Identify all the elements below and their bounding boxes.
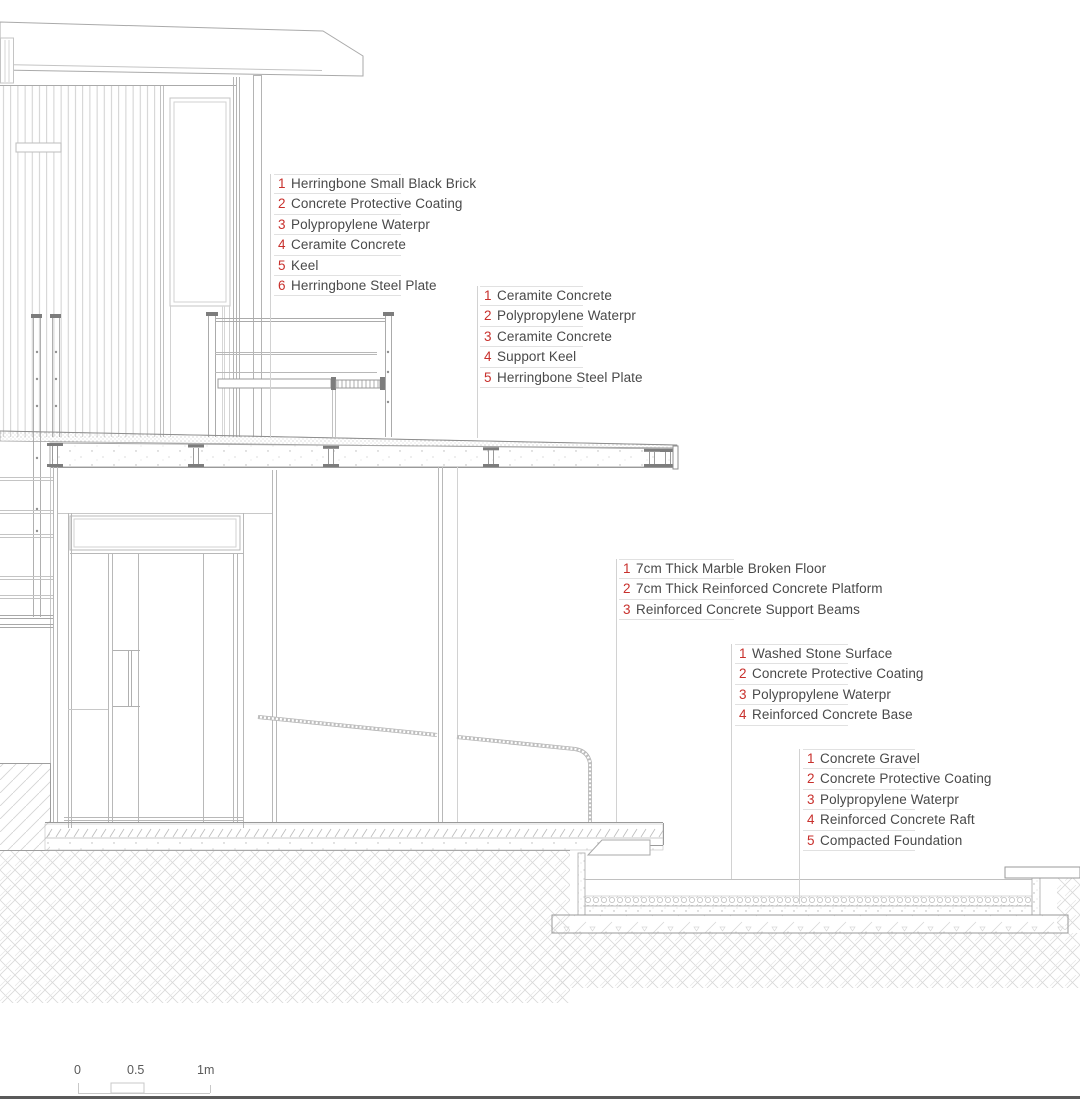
- annotation-label: Reinforced Concrete Raft: [820, 812, 975, 828]
- deck-i-beams: [47, 443, 679, 470]
- bottom-edge-bar: [0, 1096, 1080, 1099]
- annotation-number: 1: [807, 751, 815, 766]
- annotation-label: Concrete Gravel: [820, 751, 920, 766]
- upper-wall: [0, 75, 262, 437]
- annotation-label: Reinforced Concrete Base: [752, 707, 913, 723]
- annotation-item: 3 Polypropylene Waterpr: [803, 790, 992, 811]
- annotation-list-upper-wall-deck: 1 Herringbone Small Black Brick 2 Concrete …: [274, 174, 477, 297]
- annotation-label: Keel: [291, 257, 319, 273]
- annotation-label: Concrete Protective Coating: [291, 196, 463, 212]
- annotation-number: 1: [278, 176, 286, 191]
- annotation-number: 5: [484, 369, 492, 385]
- annotation-number: 3: [278, 216, 286, 232]
- annotation-number: 1: [484, 288, 492, 303]
- annotation-number: 3: [623, 601, 631, 617]
- annotation-label: Herringbone Steel Plate: [291, 277, 437, 293]
- annotation-list-foundation: 1 Concrete Gravel 2 Concrete Protective Coa…: [803, 749, 992, 852]
- annotation-item: 3 Polypropylene Waterpr: [735, 685, 924, 706]
- annotation-label: Herringbone Steel Plate: [497, 369, 643, 385]
- leader-lines: [270, 174, 800, 904]
- annotation-number: 6: [278, 277, 286, 293]
- annotation-item: 4 Reinforced Concrete Raft: [803, 810, 992, 831]
- annotation-item: 3 Ceramite Concrete: [480, 327, 643, 348]
- annotation-item: 5 Compacted Foundation: [803, 831, 992, 852]
- annotation-number: 2: [739, 666, 747, 682]
- stair-treads: [0, 477, 53, 628]
- annotation-label: Washed Stone Surface: [752, 646, 893, 661]
- annotation-item: 1 Ceramite Concrete: [480, 286, 643, 307]
- annotation-item: 2 7cm Thick Reinforced Concrete Platform: [619, 579, 883, 601]
- annotation-item: 4 Ceramite Concrete: [274, 235, 476, 256]
- annotation-item: 4 Reinforced Concrete Base: [735, 705, 924, 726]
- annotation-item: 1 Washed Stone Surface: [735, 644, 924, 665]
- annotation-number: 4: [807, 812, 815, 828]
- scale-bar-graphic: [78, 1082, 211, 1094]
- annotation-label: 7cm Thick Marble Broken Floor: [636, 561, 827, 576]
- annotation-number: 4: [278, 237, 286, 253]
- annotation-number: 3: [807, 791, 815, 807]
- annotation-number: 1: [739, 646, 747, 661]
- annotation-number: 1: [623, 561, 631, 576]
- annotation-label: Ceramite Concrete: [497, 288, 612, 303]
- annotation-item: 3 Polypropylene Waterpr: [274, 215, 476, 236]
- annotation-item: 2 Polypropylene Waterpr: [480, 306, 643, 328]
- annotation-number: 2: [484, 308, 492, 324]
- annotation-label: 7cm Thick Reinforced Concrete Platform: [636, 581, 883, 597]
- scale-label-half: 0.5: [127, 1063, 145, 1077]
- annotation-number: 2: [278, 196, 286, 212]
- annotation-label: Support Keel: [497, 349, 577, 365]
- annotation-label: Ceramite Concrete: [497, 328, 612, 344]
- annotation-number: 4: [484, 349, 492, 365]
- annotation-item: 1 Concrete Gravel: [803, 749, 992, 770]
- annotation-item: 2 Concrete Protective Coating: [274, 194, 476, 216]
- annotation-item: 1 7cm Thick Marble Broken Floor: [619, 559, 883, 580]
- annotation-label: Polypropylene Waterpr: [752, 686, 891, 702]
- annotation-label: Ceramite Concrete: [291, 237, 406, 253]
- scale-label-zero: 0: [74, 1063, 81, 1077]
- annotation-label: Reinforced Concrete Support Beams: [636, 601, 860, 617]
- annotation-item: 2 Concrete Protective Coating: [803, 769, 992, 791]
- annotation-item: 4 Support Keel: [480, 347, 643, 368]
- annotation-item: 1 Herringbone Small Black Brick: [274, 174, 477, 195]
- annotation-number: 5: [278, 257, 286, 273]
- annotation-item: 3 Reinforced Concrete Support Beams: [619, 600, 883, 621]
- annotation-item: 6 Herringbone Steel Plate: [274, 276, 476, 297]
- earth-hatch: [0, 763, 1080, 1003]
- annotation-item: 5 Keel: [274, 256, 476, 277]
- annotation-number: 3: [484, 328, 492, 344]
- deck-railing-bench: [206, 312, 394, 437]
- annotation-label: Compacted Foundation: [820, 832, 963, 848]
- annotation-number: 2: [623, 581, 631, 597]
- annotation-number: 2: [807, 771, 815, 787]
- annotation-list-ground-floor: 1 7cm Thick Marble Broken Floor 2 7cm Thick…: [619, 559, 883, 621]
- annotation-label: Polypropylene Waterpr: [291, 216, 430, 232]
- ground-floor: [50, 467, 458, 828]
- annotation-label: Polypropylene Waterpr: [820, 791, 959, 807]
- ground-slab: [44, 822, 664, 856]
- annotation-label: Concrete Protective Coating: [820, 771, 992, 787]
- deck-slab: [0, 430, 679, 470]
- annotation-list-terrace-surface: 1 Washed Stone Surface 2 Concrete Protectiv…: [735, 644, 924, 726]
- annotation-number: 4: [739, 707, 747, 723]
- annotation-label: Concrete Protective Coating: [752, 666, 924, 682]
- stair-rail-posts: [31, 314, 61, 617]
- annotation-number: 3: [739, 686, 747, 702]
- annotation-item: 2 Concrete Protective Coating: [735, 664, 924, 686]
- terrace: [551, 852, 1080, 934]
- drain-pipe: [257, 715, 592, 822]
- roof-band: [0, 21, 364, 84]
- annotation-label: Herringbone Small Black Brick: [291, 176, 477, 191]
- scale-label-one: 1m: [197, 1063, 215, 1077]
- annotation-label: Polypropylene Waterpr: [497, 308, 636, 324]
- annotation-item: 5 Herringbone Steel Plate: [480, 368, 643, 389]
- annotation-number: 5: [807, 832, 815, 848]
